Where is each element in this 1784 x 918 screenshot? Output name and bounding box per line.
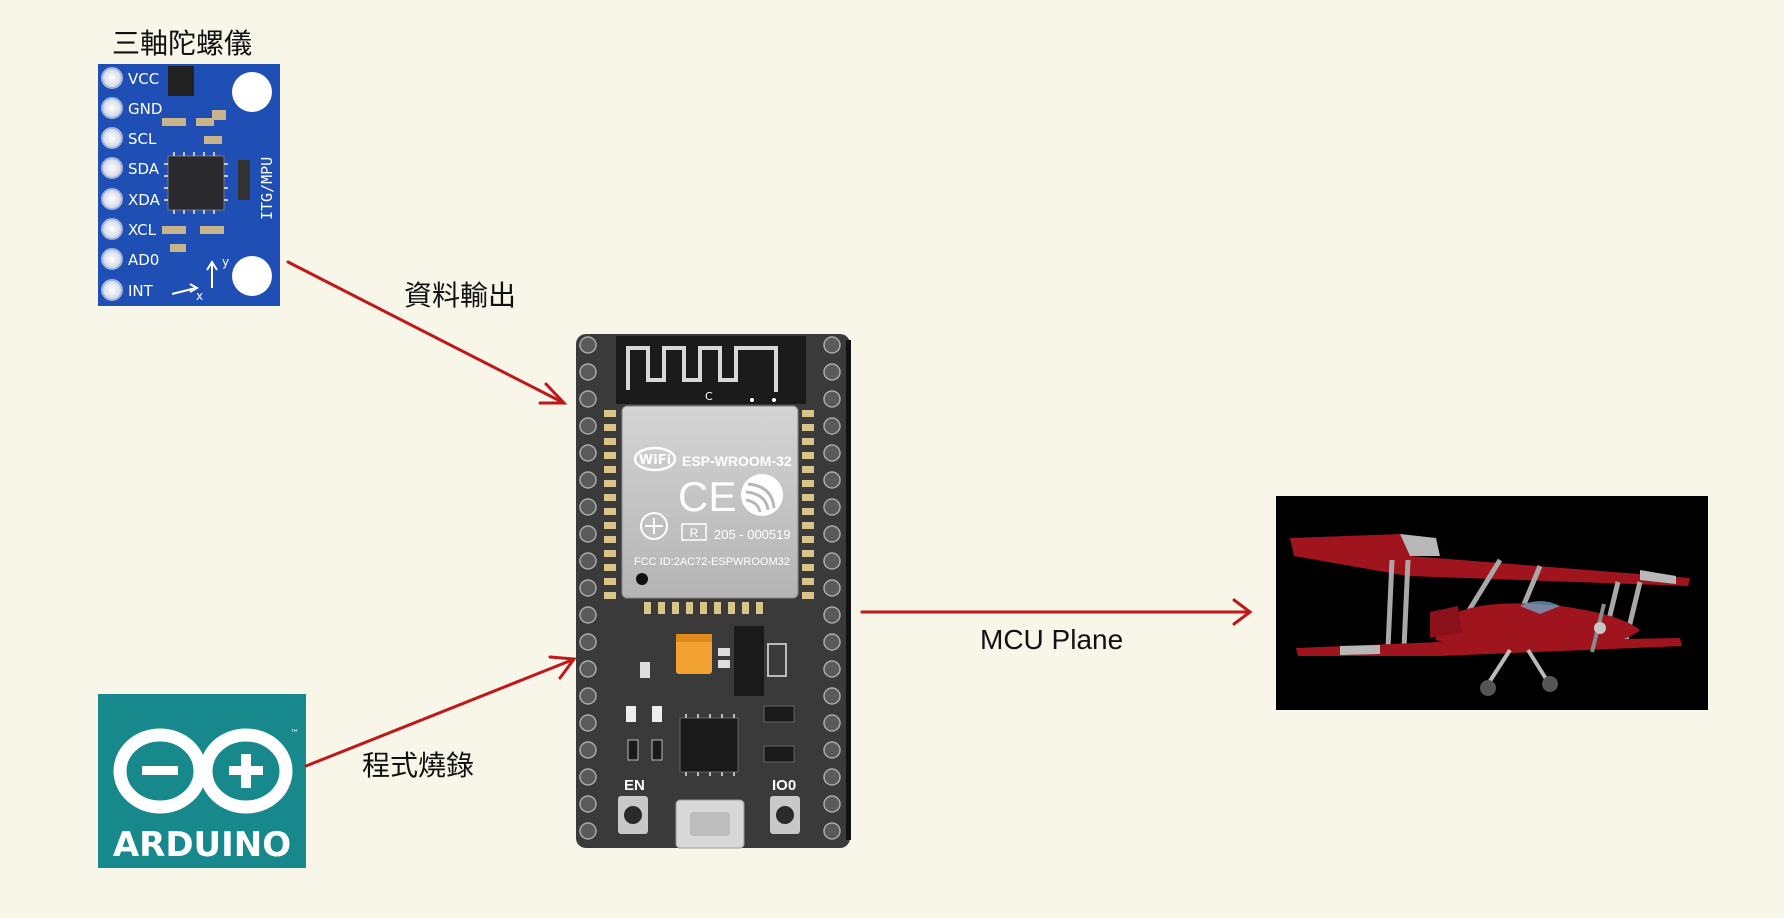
gyro-smd-parts — [162, 66, 250, 252]
wifi-logo-icon — [633, 446, 677, 472]
module-name: ESP-WROOM-32 — [682, 453, 792, 469]
pin-label: SDA — [128, 160, 160, 178]
program-burn-label: 程式燒錄 — [362, 749, 475, 782]
cockpit — [1520, 601, 1560, 614]
espressif-icon — [741, 474, 783, 516]
mount-hole — [232, 256, 272, 296]
lower-wing — [1296, 638, 1682, 656]
ce-mark: CE — [678, 473, 736, 520]
gyro-title: 三軸陀螺儀 — [112, 27, 253, 60]
wifi-text: WiFi — [639, 453, 671, 468]
gyro-pin-pads — [101, 67, 123, 301]
esp32-board: C WiFi ESP-WROOM-32 CE R 205 - 000519 FC… — [576, 334, 851, 849]
reg-box — [681, 523, 707, 541]
data-output-label: 資料輸出 — [404, 279, 517, 312]
pin-label: INT — [128, 282, 154, 300]
fcc-id: FCC ID:2AC72-ESPWROOM32 — [634, 556, 790, 568]
voltage-regulator — [734, 626, 764, 696]
pin-label: VCC — [128, 70, 159, 88]
axis-y-label: y — [222, 255, 229, 269]
gyro-chip — [167, 155, 225, 211]
pin-label: SCL — [128, 130, 157, 148]
reg-number: 205 - 000519 — [714, 527, 791, 542]
pin-label: GND — [128, 100, 162, 118]
gyro-side-text: ITG/MPU — [258, 157, 276, 220]
gyro-pin-labels: VCC GND SCL SDA XDA XCL AD0 INT — [128, 70, 162, 300]
arrows — [286, 260, 1253, 768]
arduino-logo: ARDUINO ™ — [98, 694, 306, 868]
telec-icon — [640, 512, 668, 540]
mount-hole — [232, 72, 272, 112]
esp-pin-pads — [579, 336, 841, 840]
pin-label: XCL — [128, 221, 157, 239]
fuselage — [1436, 603, 1640, 650]
capacitor — [676, 634, 712, 674]
antenna-trace — [626, 346, 778, 392]
usb-uart-chip — [679, 717, 739, 773]
wheel — [1480, 680, 1496, 696]
module-shield — [621, 405, 799, 599]
wheel — [1542, 676, 1558, 692]
upper-wing — [1290, 534, 1690, 586]
arrow-gyro-to-esp32 — [286, 260, 568, 405]
mcu-plane-label: MCU Plane — [980, 624, 1124, 655]
pin-label: XDA — [128, 191, 161, 209]
pin1-dot — [636, 573, 648, 585]
trademark: ™ — [290, 729, 299, 739]
en-label: EN — [624, 777, 645, 794]
chip-leads — [164, 152, 228, 214]
gyro-board: VCC GND SCL SDA XDA XCL AD0 INT — [98, 64, 280, 306]
arrow-esp32-to-plane — [860, 598, 1253, 626]
en-button — [618, 796, 648, 834]
reg-mark: R — [690, 526, 699, 540]
infinity-icon — [113, 728, 293, 814]
arduino-wordmark: ARDUINO — [113, 825, 291, 865]
arrow-arduino-to-esp32 — [304, 655, 577, 768]
antenna-mark: C — [705, 390, 713, 403]
plus-icon — [229, 754, 263, 788]
tail — [1430, 606, 1462, 638]
pin-label: AD0 — [128, 251, 159, 269]
axis-x-label: x — [196, 289, 203, 303]
minus-icon — [142, 766, 178, 775]
axis-icon — [171, 260, 218, 295]
io0-button — [770, 796, 800, 834]
header-pins — [846, 340, 851, 840]
module-pads — [604, 410, 814, 614]
plane-image — [1276, 496, 1708, 710]
io0-label: IO0 — [772, 777, 796, 794]
landing-gear — [1486, 648, 1550, 686]
wing-struts — [1385, 558, 1643, 649]
